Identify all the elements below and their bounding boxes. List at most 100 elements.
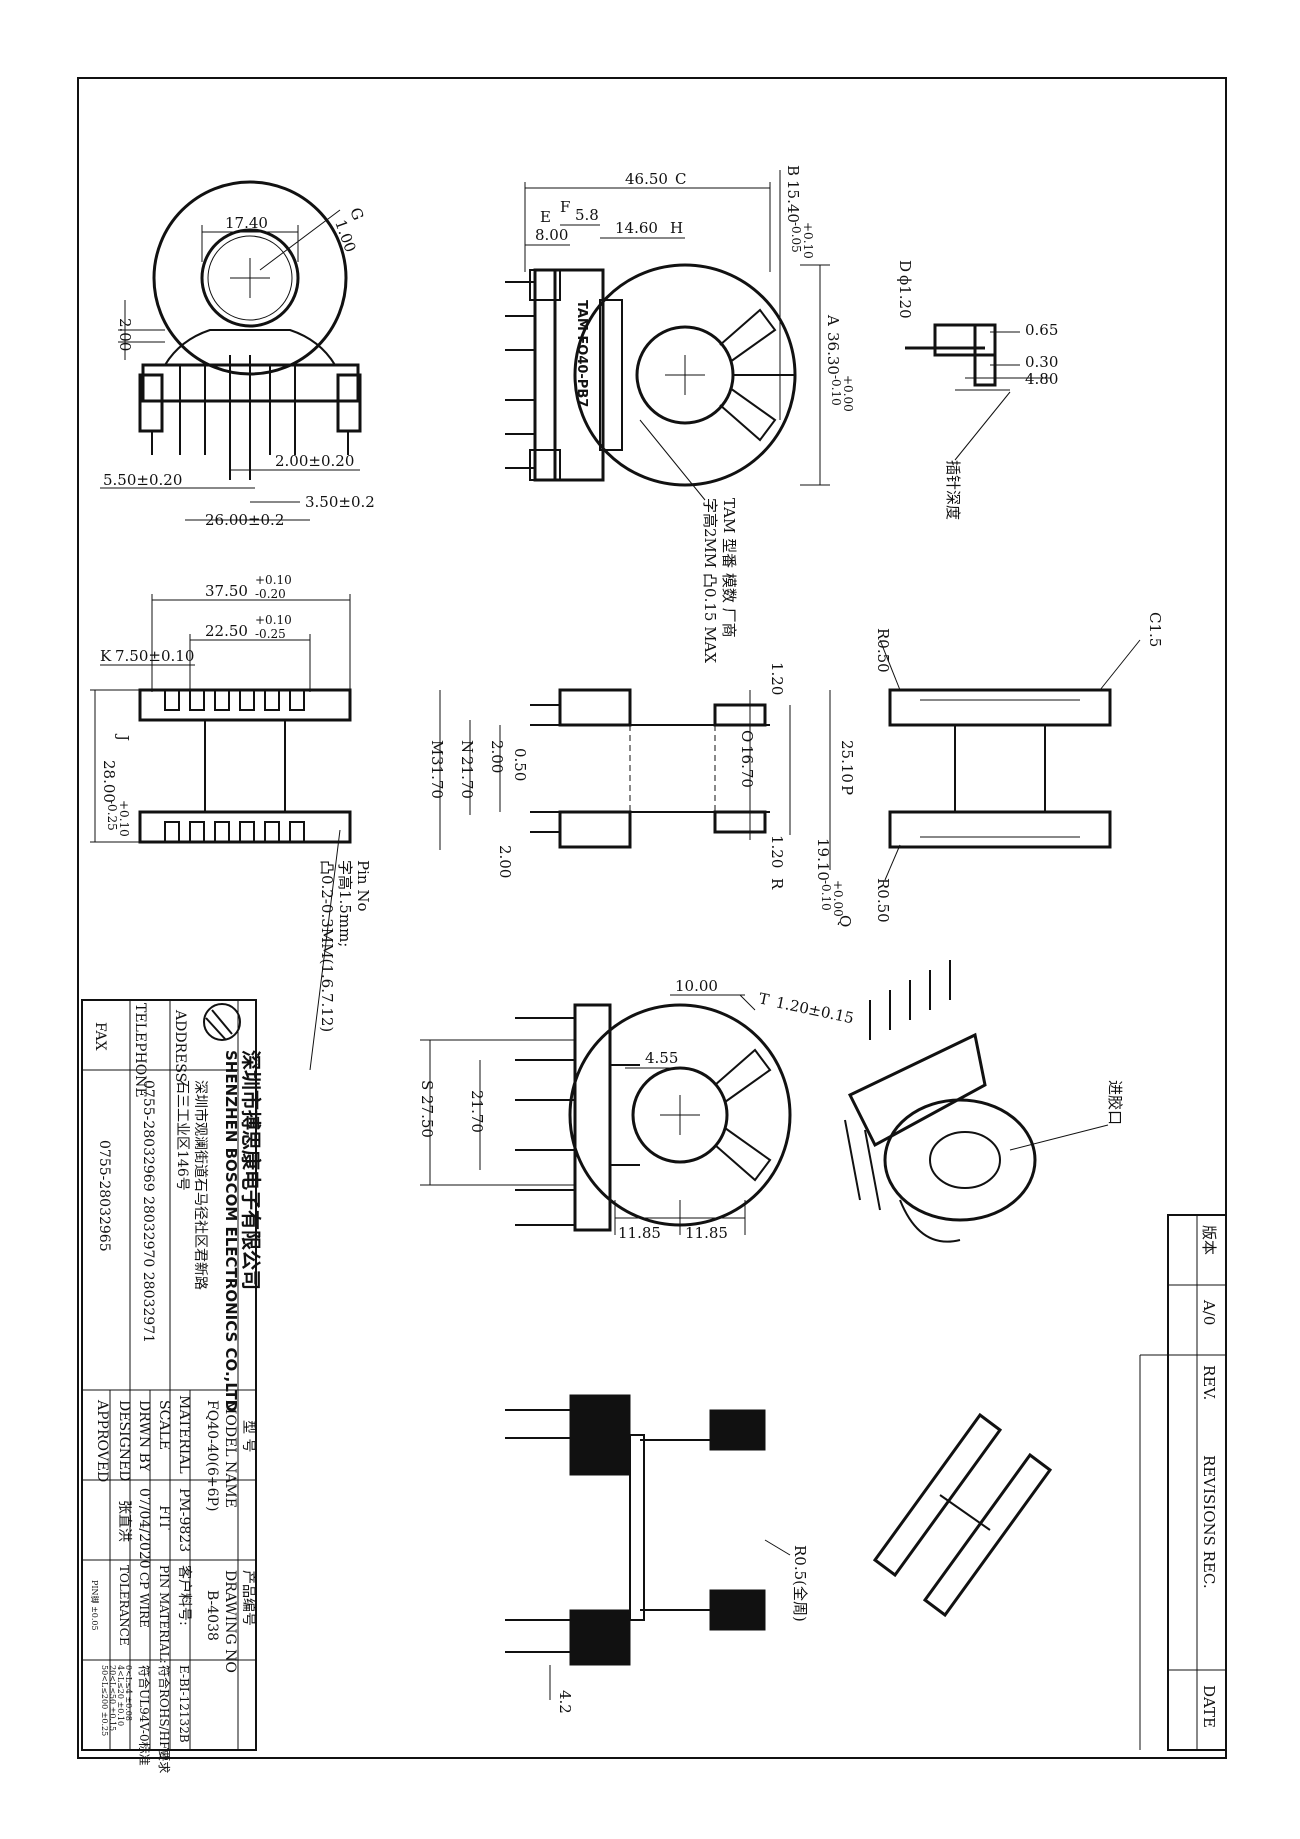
designer-value: 张直洪 (116, 1500, 133, 1542)
dim-r-balloon: R (768, 878, 786, 890)
dim-21-70: 21.70 (458, 756, 476, 799)
dim-22-50-up: +0.10 (255, 613, 292, 627)
dim-17-40: 17.40 (225, 214, 268, 232)
dim-p-balloon: P (838, 785, 856, 795)
fax-label: FAX (92, 1022, 108, 1051)
isometric-bottom-view (872, 1412, 1053, 1618)
pin-depth-note: 插针深度 (944, 460, 962, 520)
dim-c-balloon: C (675, 170, 686, 188)
dim-26-00: 26.00±0.2 (205, 511, 284, 529)
dim-1-20-top: 1.20 (768, 662, 786, 695)
dim-0-30: 0.30 (1025, 353, 1058, 371)
dim-5-50: 5.50±0.20 (103, 471, 182, 489)
dim-1-20-bottom: 1.20 (768, 835, 786, 868)
dim-22-50-dn: -0.25 (255, 627, 286, 641)
dim-0-65: 0.65 (1025, 321, 1058, 339)
revisions-rec-label: REVISIONS REC. (1200, 1455, 1218, 1589)
bottom-middle-rear-view (420, 994, 792, 1235)
pin-no-label: Pin No (354, 860, 372, 911)
version-value: A/0 (1200, 1299, 1218, 1325)
dim-5-8: 5.8 (575, 206, 599, 224)
dim-0-50: 0.50 (511, 748, 529, 781)
rev-label: REV. (1200, 1365, 1218, 1400)
pin-depth-detail (905, 323, 1050, 461)
address-line-1: 深圳市观澜街道石马径社区君新路 (192, 1080, 209, 1290)
dim-31-70: 31.70 (428, 756, 446, 799)
dim-19-10-dn: -0.10 (819, 880, 833, 911)
dim-a-tol-dn: -0.10 (829, 375, 843, 406)
dim-16-70: 16.70 (738, 745, 756, 788)
dim-11-85-left: 11.85 (618, 1224, 661, 1242)
pin-material-value: 符合ROHS/HF要求 (157, 1665, 172, 1773)
address-label: ADDRESS (172, 1009, 188, 1082)
version-label: 版本 (1200, 1225, 1218, 1255)
dim-3-50: 3.50±0.2 (305, 493, 375, 511)
dim-n-balloon: N (458, 740, 476, 753)
company-name-cn: 深圳市搏思康电子有限公司 (239, 1050, 263, 1290)
telephone-value: 0755-28032969 28032970 28032971 (140, 1080, 156, 1343)
dim-11-85-right: 11.85 (685, 1224, 728, 1242)
dim-q-balloon: Q (836, 915, 854, 927)
designed-label: DESIGNED (116, 1400, 132, 1481)
dim-f-balloon: F (560, 198, 570, 216)
dim-a-tol-up: +0.00 (841, 375, 855, 412)
model-label-cn: 型 号 (240, 1420, 256, 1452)
dim-28-00-up: +0.10 (117, 800, 131, 837)
dim-2-00-pitch: 2.00±0.20 (275, 452, 354, 470)
mid-left-top-view (90, 594, 352, 1071)
dim-c1-5: C1.5 (1146, 612, 1164, 647)
dim-d-balloon: D (896, 260, 914, 272)
gate-note: 进胶口 (1106, 1080, 1124, 1125)
tolerance-label: TOLERANCE (117, 1565, 131, 1646)
dim-m-balloon: M (428, 740, 446, 755)
pin-tolerance: PIN脚 ±0.05 (90, 1580, 100, 1631)
telephone-label: TELEPHONE (132, 1003, 148, 1098)
scale-label: SCALE (156, 1400, 172, 1450)
address-line-2: 石三工业区146号 (174, 1080, 190, 1191)
dim-37-50-dn: -0.20 (255, 587, 286, 601)
material-label: MATERIAL (176, 1395, 192, 1474)
revision-block-frame (1139, 1214, 1227, 1751)
dim-8-00: 8.00 (535, 226, 568, 244)
dim-r0-50-bottom: R0.50 (874, 878, 892, 923)
customer-no-label: 客户料号: (176, 1565, 193, 1626)
mid-center-section-view (439, 688, 831, 870)
title-block-frame (81, 999, 257, 1751)
dim-k-balloon: K (100, 647, 112, 665)
drawing-border (77, 77, 1227, 1759)
dim-1-20-tol: 1.20±0.15 (774, 993, 855, 1027)
dim-27-50: 27.50 (418, 1095, 436, 1138)
date-label: DATE (1200, 1685, 1218, 1728)
dim-b-balloon: B (784, 165, 802, 176)
dim-4-55: 4.55 (645, 1049, 678, 1067)
cross-section-view (505, 1394, 791, 1700)
material-value: PM-9823 (176, 1488, 192, 1552)
cp-wire-label: CP WIRE (137, 1572, 151, 1628)
dim-b-tol-up: +0.10 (801, 222, 815, 259)
pin-no-note-2: 凸0.2-0.3MM(1.6.7.12) (318, 860, 336, 1032)
drawing-no-label: DRAWING NO (222, 1570, 238, 1673)
dim-j-balloon: J (114, 733, 132, 741)
dim-28-00-dn: -0.25 (105, 800, 119, 831)
drawing-no-value: B-4038 (204, 1590, 220, 1641)
dim-37-50: 37.50 (205, 582, 248, 600)
drawn-by-label: DRWN BY (136, 1400, 152, 1473)
dim-4-80: 4.80 (1025, 370, 1058, 388)
tolerance-1: 0<L≤4 ±0.08 (124, 1665, 133, 1721)
top-middle-side-view (505, 170, 830, 501)
dim-10-00: 10.00 (675, 977, 718, 995)
tolerance-4: 50<L≤200 ±0.25 (100, 1665, 109, 1736)
marking-note-1: TAM 型番 模数 厂商 (720, 498, 738, 638)
pin-material-label: PIN MATERIAL: (157, 1565, 171, 1664)
dim-t-balloon: T (757, 989, 771, 1009)
dim-7-50: 7.50±0.10 (115, 647, 194, 665)
dim-e-balloon: E (540, 208, 551, 226)
dim-b-tol-dn: -0.05 (789, 222, 803, 253)
top-left-front-view (100, 180, 362, 521)
customer-no-value: E-BI-12132B (177, 1665, 191, 1743)
dim-h-balloon: H (670, 219, 683, 237)
dim-2-00: 2.00 (116, 318, 134, 351)
dim-21-70-rear: 21.70 (468, 1090, 486, 1133)
marking-note-2: 字高2MM 凸0.15 MAX (701, 498, 719, 663)
